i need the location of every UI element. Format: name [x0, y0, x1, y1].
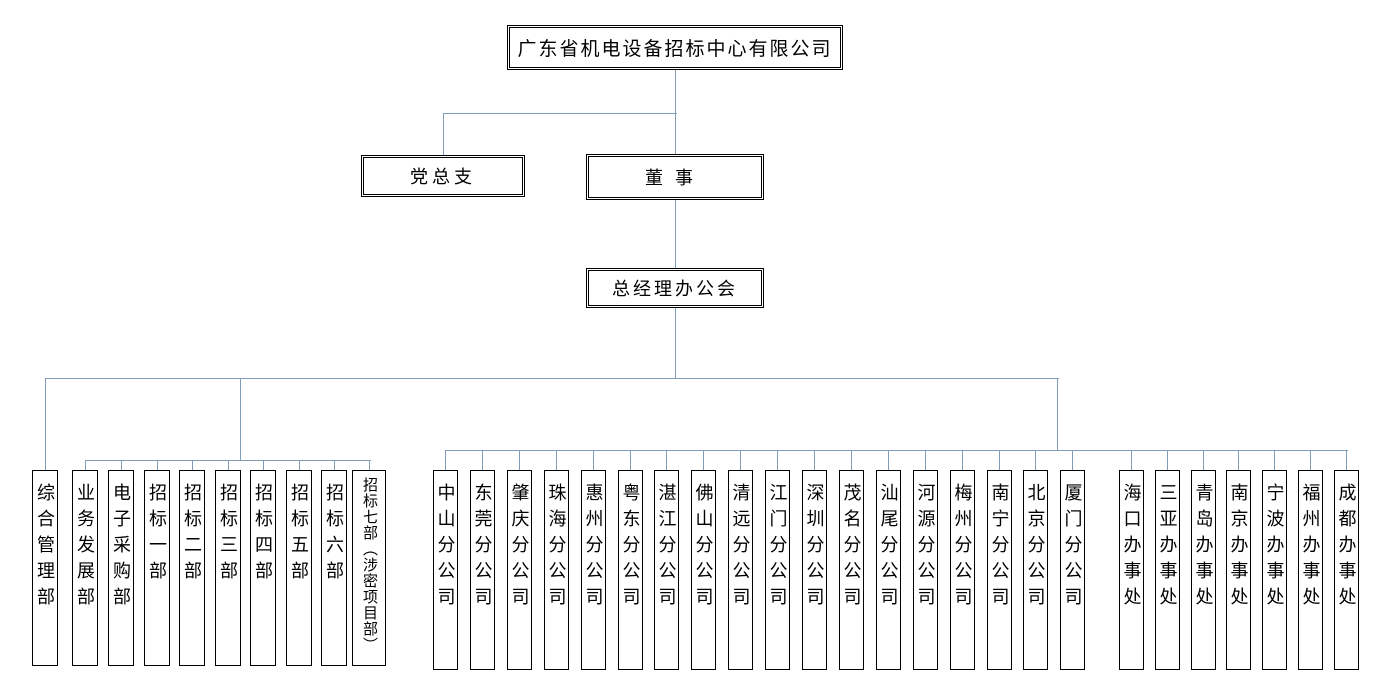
connector-line [675, 308, 676, 378]
branch-box[interactable]: 茂名分公司 [838, 470, 864, 670]
org-box-board[interactable]: 董事 [586, 154, 764, 200]
connector-line [1238, 450, 1239, 470]
connector-line [814, 450, 815, 470]
office-box[interactable]: 海口办事处 [1118, 470, 1144, 670]
branch-box[interactable]: 江门分公司 [764, 470, 790, 670]
connector-line [445, 450, 446, 470]
branch-box[interactable]: 汕尾分公司 [875, 470, 901, 670]
connector-line [777, 450, 778, 470]
org-box-gm-office[interactable]: 总经理办公会 [586, 268, 764, 308]
connector-line [999, 450, 1000, 470]
connector-line [299, 460, 300, 470]
connector-line [675, 70, 676, 113]
connector-line [445, 450, 1348, 451]
connector-line [851, 450, 852, 470]
office-box[interactable]: 南京办事处 [1225, 470, 1251, 670]
branch-box[interactable]: 湛江分公司 [653, 470, 679, 670]
connector-line [1310, 450, 1311, 470]
branch-box[interactable]: 梅州分公司 [949, 470, 975, 670]
connector-line [369, 460, 370, 470]
office-box[interactable]: 青岛办事处 [1190, 470, 1216, 670]
dept-box[interactable]: 电子采购部 [108, 470, 134, 666]
connector-line [228, 460, 229, 470]
connector-line [157, 460, 158, 470]
branch-box[interactable]: 北京分公司 [1022, 470, 1048, 670]
connector-line [443, 113, 677, 114]
office-box[interactable]: 三亚办事处 [1154, 470, 1180, 670]
dept-box[interactable]: 招标七部（涉密项目部） [352, 470, 386, 666]
connector-line [482, 450, 483, 470]
office-box[interactable]: 成都办事处 [1333, 470, 1359, 670]
connector-line [443, 113, 444, 155]
branch-box[interactable]: 佛山分公司 [690, 470, 716, 670]
connector-line [556, 450, 557, 470]
dept-box[interactable]: 业务发展部 [72, 470, 98, 666]
branch-box[interactable]: 河源分公司 [912, 470, 938, 670]
dept-box[interactable]: 招标六部 [321, 470, 347, 666]
connector-line [1035, 450, 1036, 470]
connector-line [85, 460, 86, 470]
connector-line [1057, 378, 1058, 450]
connector-line [675, 200, 676, 268]
connector-line [1346, 450, 1347, 470]
branch-box[interactable]: 南宁分公司 [986, 470, 1012, 670]
connector-line [888, 450, 889, 470]
office-box[interactable]: 宁波办事处 [1261, 470, 1287, 670]
connector-line [740, 450, 741, 470]
branch-box[interactable]: 深圳分公司 [801, 470, 827, 670]
branch-box[interactable]: 粤东分公司 [617, 470, 643, 670]
org-box-company-root[interactable]: 广东省机电设备招标中心有限公司 [507, 25, 843, 70]
connector-line [666, 450, 667, 470]
dept-box[interactable]: 招标四部 [250, 470, 276, 666]
dept-box[interactable]: 招标一部 [144, 470, 170, 666]
connector-line [925, 450, 926, 470]
dept-box[interactable]: 招标二部 [179, 470, 205, 666]
connector-line [121, 460, 122, 470]
connector-line [45, 378, 46, 470]
branch-box[interactable]: 东莞分公司 [469, 470, 495, 670]
connector-line [1167, 450, 1168, 470]
connector-line [962, 450, 963, 470]
connector-line [519, 450, 520, 470]
dept-box[interactable]: 综合管理部 [32, 470, 58, 666]
connector-line [45, 378, 1059, 379]
connector-line [675, 113, 676, 154]
connector-line [1072, 450, 1073, 470]
connector-line [334, 460, 335, 470]
connector-line [1274, 450, 1275, 470]
connector-line [1203, 450, 1204, 470]
connector-line [593, 450, 594, 470]
branch-box[interactable]: 珠海分公司 [543, 470, 569, 670]
connector-line [703, 450, 704, 470]
branch-box[interactable]: 中山分公司 [432, 470, 458, 670]
branch-box[interactable]: 惠州分公司 [580, 470, 606, 670]
connector-line [240, 378, 241, 460]
connector-line [630, 450, 631, 470]
branch-box[interactable]: 厦门分公司 [1059, 470, 1085, 670]
org-box-party-branch[interactable]: 党总支 [361, 155, 525, 197]
branch-box[interactable]: 肇庆分公司 [506, 470, 532, 670]
dept-box[interactable]: 招标五部 [286, 470, 312, 666]
office-box[interactable]: 福州办事处 [1297, 470, 1323, 670]
connector-line [192, 460, 193, 470]
branch-box[interactable]: 清远分公司 [727, 470, 753, 670]
connector-line [263, 460, 264, 470]
dept-box[interactable]: 招标三部 [215, 470, 241, 666]
connector-line [1131, 450, 1132, 470]
